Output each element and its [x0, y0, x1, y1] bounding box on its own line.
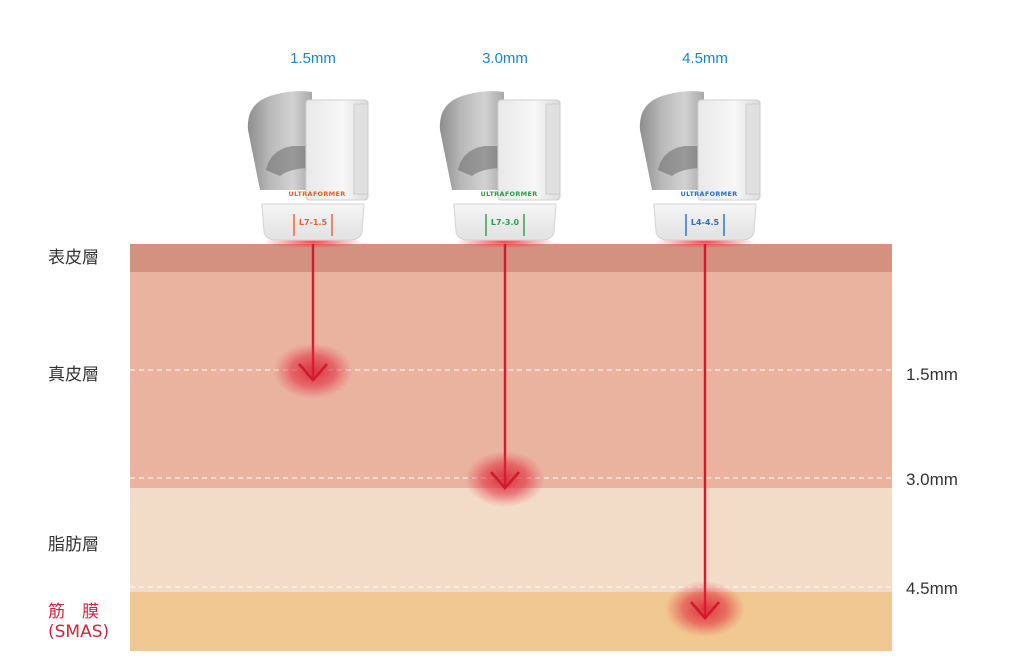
depth-marker-4-5: 4.5mm — [906, 579, 958, 598]
cartridge-1-arrow-head — [298, 363, 328, 382]
cartridge-3-model: L4-4.5 — [691, 218, 720, 227]
cartridge-2-depth-label: 3.0mm — [482, 50, 528, 67]
depth-marker-3-0: 3.0mm — [906, 470, 958, 489]
cartridge-1-model: L7-1.5 — [299, 218, 328, 227]
cartridge-3-brand: ULTRAFORMER — [681, 190, 738, 198]
cartridge-1-brand: ULTRAFORMER — [289, 190, 346, 198]
cartridge-1-depth-label: 1.5mm — [290, 50, 336, 67]
depth-lines — [130, 369, 900, 588]
cartridge-3: 4.5mm ULTRAFORMER L4-4.5 — [639, 50, 761, 637]
cartridge-2: 3.0mm ULTRAFORMER L7-3.0 — [439, 50, 561, 507]
cartridge-2-model: L7-3.0 — [491, 218, 520, 227]
cartridge-3-depth-label: 4.5mm — [682, 50, 728, 67]
tissue-layers — [130, 244, 892, 651]
dermis-label: 真皮層 — [48, 365, 99, 385]
cartridge-1-focal-point — [273, 343, 353, 399]
depth-markers: 1.5mm 3.0mm 4.5mm — [906, 365, 958, 598]
cartridge-2-focal-point — [465, 451, 545, 507]
cartridge-2-brand: ULTRAFORMER — [481, 190, 538, 198]
cartridge-2-base — [453, 203, 557, 241]
epidermis-layer — [130, 244, 892, 272]
cartridge-2-arrow-head — [490, 471, 520, 490]
cartridge-1-base — [261, 203, 365, 241]
epidermis-label: 表皮層 — [48, 248, 99, 268]
depth-marker-1-5: 1.5mm — [906, 365, 958, 384]
smas-layer — [130, 592, 892, 651]
cartridge-1: 1.5mm ULTRAFORMER L7-1.5 — [247, 50, 369, 399]
cartridge-3-focal-point — [665, 581, 745, 637]
cartridge-3-base — [653, 203, 757, 241]
smas-label-line1: 筋 膜 — [48, 602, 99, 622]
smas-label-line2: (SMAS) — [48, 622, 109, 642]
layer-labels: 表皮層 真皮層 脂肪層 筋 膜 (SMAS) — [48, 248, 109, 642]
fat-label: 脂肪層 — [48, 535, 99, 555]
cartridge-3-arrow-head — [690, 601, 720, 620]
